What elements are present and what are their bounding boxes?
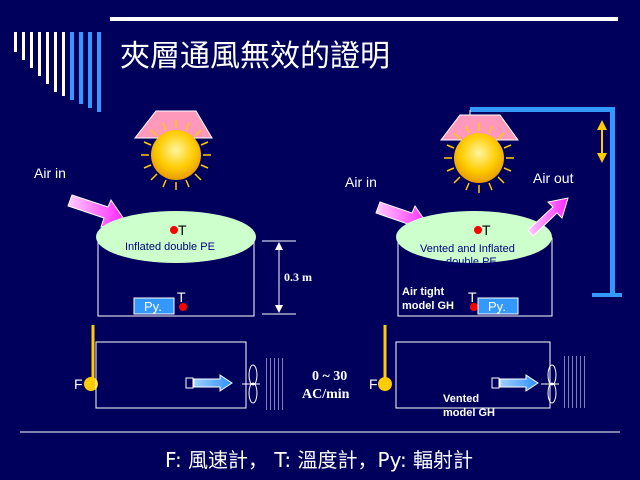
air-out-label: Air out: [533, 170, 574, 186]
gh-label-right-1: Air tight: [402, 286, 444, 298]
pyranometer-box-left: [133, 297, 175, 315]
page-title: 夾層通風無效的證明: [120, 39, 390, 74]
legend-caption: F: 風速計， T: 溫度計，Py: 輻射計: [165, 448, 473, 472]
ellipse-label-left: Inflated double PE: [125, 241, 215, 253]
sensor-label-t: T: [482, 222, 491, 238]
height-dimension: [262, 240, 296, 315]
sun-icon: [141, 120, 211, 190]
height-label: 0.3 m: [284, 270, 312, 284]
pyranometer-box-right: [477, 297, 519, 315]
ellipse-label-right-1: Vented and Inflated: [420, 243, 515, 255]
anemometer-head-right: [378, 377, 392, 391]
temperature-sensor-dot: [170, 226, 178, 234]
air-in-label-right: Air in: [345, 174, 377, 190]
flow-arrow-right: [491, 374, 539, 392]
rate-label-1: 0 ~ 30: [312, 369, 347, 384]
anemometer-head-left: [84, 377, 98, 391]
air-in-label-left: Air in: [34, 165, 66, 181]
side-box-left: [95, 341, 247, 409]
left-model: Air in T Inflated double PE Py. T 0.3 m …: [34, 110, 312, 410]
temperature-sensor-dot: [474, 226, 482, 234]
temperature-sensor-dot: [179, 303, 187, 311]
fan-icon: [541, 364, 559, 404]
decorative-stripes: [14, 32, 101, 112]
vented-label-1: Vented: [443, 393, 479, 405]
f-label-right: F: [369, 376, 378, 392]
height-adjust-arrow: [597, 120, 607, 163]
sun-icon: [444, 123, 514, 193]
fan-icon: [242, 364, 260, 404]
py-label-right: Py.: [488, 299, 506, 314]
flow-arrow-left: [185, 374, 233, 392]
lamp-shade-left: [133, 110, 213, 139]
air-out-arrow: [527, 197, 569, 237]
ellipse-label-right-2: double PE: [446, 256, 497, 268]
side-box-right: [395, 341, 551, 409]
sensor-label-t: T: [178, 222, 187, 238]
rate-label-2: AC/min: [302, 387, 350, 402]
right-model: Air in Air out T Vented and Inflated dou…: [345, 107, 622, 419]
temperature-sensor-dot: [470, 303, 478, 311]
vented-label-2: model GH: [443, 407, 495, 419]
gh-label-right-2: model GH: [402, 300, 454, 312]
airflow-dots-right: [564, 356, 585, 408]
airflow-dots-left: [266, 358, 283, 410]
f-label-left: F: [74, 376, 83, 392]
vented-film-right: [396, 211, 552, 263]
py-label-left: Py.: [144, 299, 162, 314]
sensor-label-t-bottom: T: [177, 289, 186, 305]
inflated-film-left: [96, 211, 256, 263]
sensor-label-t-bottom: T: [468, 289, 477, 305]
